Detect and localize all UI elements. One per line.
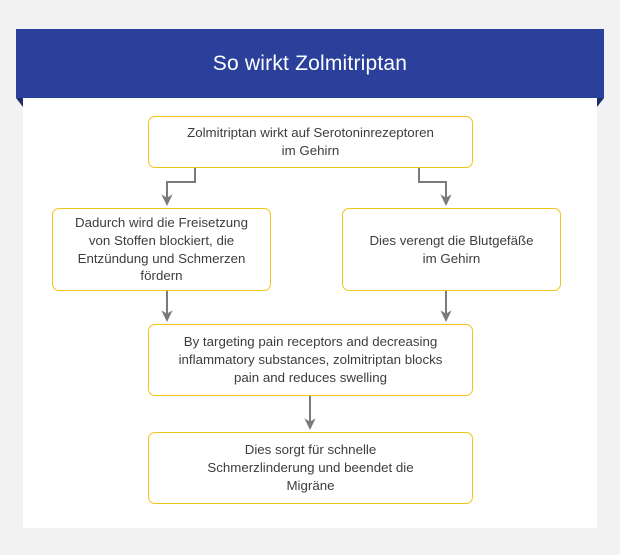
page-title: So wirkt Zolmitriptan: [212, 52, 408, 75]
banner-fold-right: [597, 98, 604, 107]
banner-fold-left: [16, 98, 23, 107]
flow-node-4: By targeting pain receptors and decreasi…: [148, 324, 473, 396]
flow-node-5: Dies sorgt für schnelle Schmerzlinderung…: [148, 432, 473, 504]
flow-node-1: Zolmitriptan wirkt auf Serotoninrezeptor…: [148, 116, 473, 168]
header-banner: So wirkt Zolmitriptan: [16, 29, 604, 98]
flow-node-3: Dies verengt die Blutgefäße im Gehirn: [342, 208, 561, 291]
flow-node-2: Dadurch wird die Freisetzung von Stoffen…: [52, 208, 271, 291]
